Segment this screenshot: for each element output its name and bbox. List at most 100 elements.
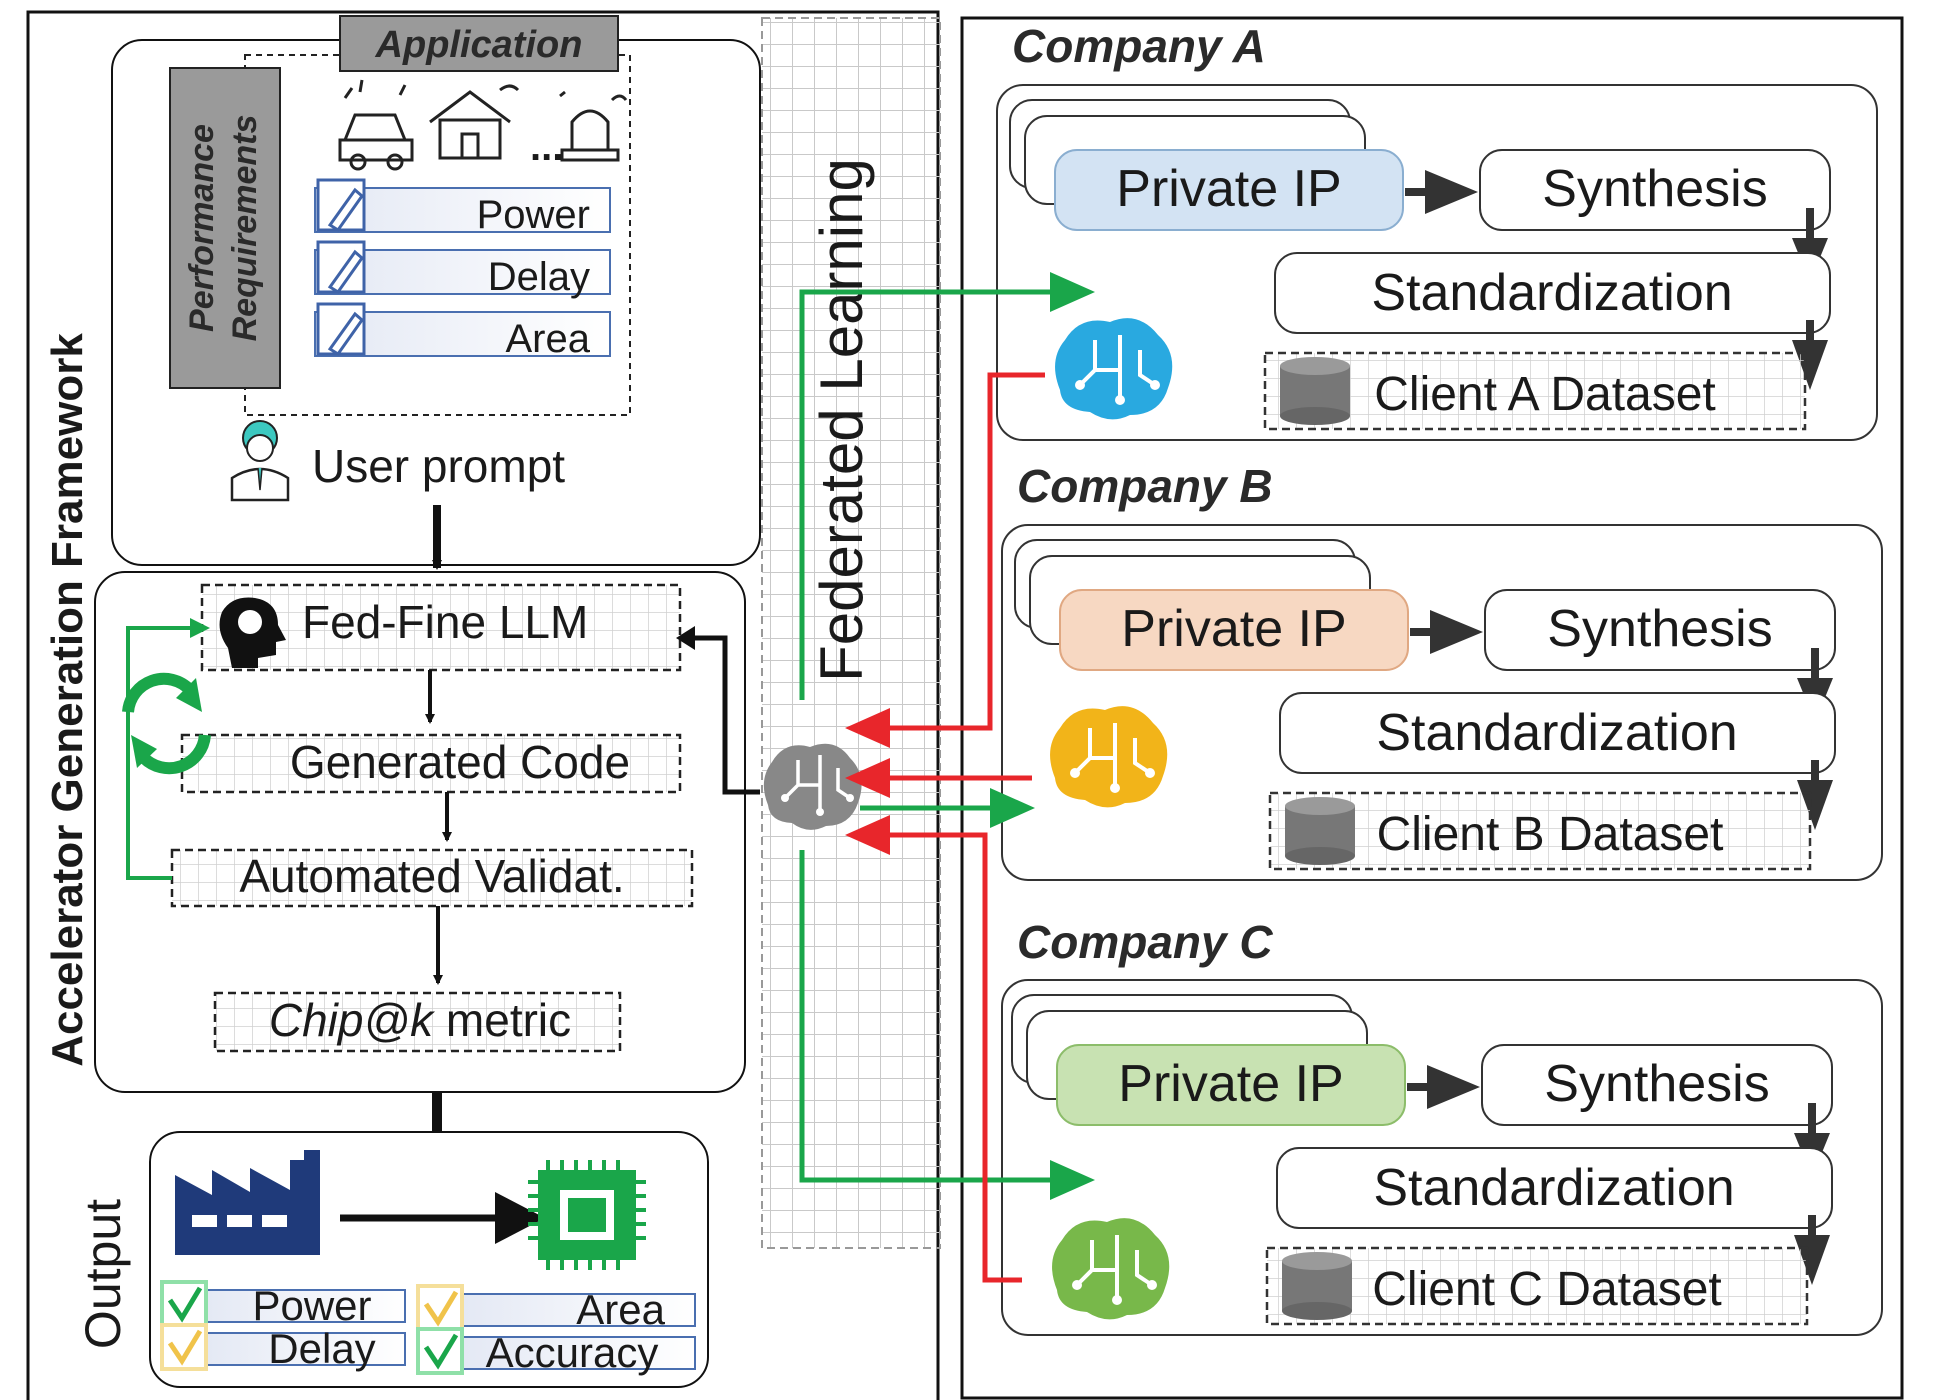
companies-panel bbox=[960, 16, 1904, 1400]
output-check-area bbox=[416, 1284, 696, 1332]
company-b-dataset-box bbox=[1268, 791, 1812, 871]
application-label: Application bbox=[375, 24, 583, 66]
generated-code-label: Generated Code bbox=[290, 736, 630, 788]
house-icon bbox=[429, 84, 520, 160]
green-arrowhead-company-c bbox=[1050, 1160, 1095, 1200]
hub-to-llm-arrow bbox=[688, 635, 760, 795]
requirement-power-label: Power bbox=[477, 193, 590, 237]
company-a-ip-to-synthesis-arrow bbox=[1425, 170, 1478, 214]
company-c-brain-icon bbox=[1052, 1218, 1170, 1320]
requirement-delay bbox=[314, 240, 611, 295]
company-a-private-ip-box bbox=[1054, 149, 1404, 231]
company-c-database-icon bbox=[1282, 1252, 1352, 1320]
fed-llm-label: Fed-Fine LLM bbox=[302, 596, 588, 648]
company-c-dataset-label: Client C Dataset bbox=[1372, 1263, 1721, 1316]
chip-metric-rest: metric bbox=[433, 994, 571, 1046]
company-c-ip-to-synthesis-arrow bbox=[1427, 1065, 1480, 1109]
company-a-synthesis-box bbox=[1479, 149, 1831, 231]
chip-icon bbox=[528, 1160, 646, 1270]
red-arrow-from-company-a bbox=[888, 372, 1045, 731]
chip-metric-label: Chip@k metric bbox=[269, 994, 571, 1046]
output-label: Output bbox=[75, 1199, 131, 1349]
feedback-loop-arrowhead bbox=[190, 618, 210, 638]
company-b-ip-to-synthesis-arrow bbox=[1430, 610, 1483, 654]
company-a-dataset-box bbox=[1263, 351, 1807, 431]
company-c-synthesis-label: Synthesis bbox=[1544, 1055, 1769, 1113]
company-b-brain-icon bbox=[1050, 706, 1168, 808]
refresh-icon bbox=[122, 672, 211, 775]
company-c: Company C Private IP Synthesis Standardi… bbox=[1001, 916, 1883, 1336]
company-b-database-icon bbox=[1285, 797, 1355, 865]
requirement-area bbox=[314, 302, 611, 357]
company-a-standardization-label: Standardization bbox=[1371, 264, 1732, 322]
output-check-delay-label: Delay bbox=[268, 1325, 375, 1372]
validation-box bbox=[170, 848, 694, 908]
company-a: Company A Private IP Synthesis Standardi… bbox=[996, 20, 1878, 441]
company-b-private-ip-label: Private IP bbox=[1121, 600, 1346, 658]
company-c-standardization-label: Standardization bbox=[1373, 1159, 1734, 1217]
company-c-synthesis-box bbox=[1481, 1044, 1833, 1126]
validation-label: Automated Validat. bbox=[239, 850, 624, 902]
company-b: Company B Private IP Synthesis Standardi… bbox=[1001, 460, 1883, 881]
red-arrow-from-company-c bbox=[888, 832, 1022, 1283]
central-brain-icon bbox=[763, 743, 862, 830]
company-c-private-ip-label: Private IP bbox=[1118, 1055, 1343, 1113]
red-arrowhead-company-c bbox=[845, 815, 890, 855]
arrow-factory-to-chip-head bbox=[495, 1192, 545, 1244]
company-c-title: Company C bbox=[1017, 916, 1273, 968]
company-b-private-ip-box bbox=[1059, 589, 1409, 671]
output-check-delay bbox=[160, 1323, 406, 1371]
company-a-standardization-box bbox=[1274, 252, 1831, 334]
performance-label-box bbox=[169, 67, 281, 389]
green-arrow-to-company-a bbox=[799, 289, 1075, 700]
performance-label-line2: Requirements bbox=[226, 115, 264, 342]
head-brain-icon bbox=[219, 597, 286, 668]
company-a-private-ip-label: Private IP bbox=[1116, 160, 1341, 218]
requirement-area-label: Area bbox=[506, 317, 591, 361]
output-check-accuracy-label: Accuracy bbox=[486, 1329, 659, 1376]
company-a-brain-icon bbox=[1055, 318, 1173, 420]
red-arrowhead-company-a bbox=[845, 708, 890, 748]
chip-metric-box bbox=[213, 991, 622, 1053]
framework-title: Accelerator Generation Framework bbox=[43, 333, 92, 1067]
chip-metric-italic: Chip@k bbox=[269, 994, 435, 1046]
company-b-standardization-box bbox=[1279, 692, 1836, 774]
company-a-title: Company A bbox=[1012, 20, 1266, 72]
federated-column bbox=[761, 17, 941, 1249]
company-b-dataset-label: Client B Dataset bbox=[1377, 808, 1724, 861]
performance-label-line1: Performance bbox=[183, 124, 221, 332]
red-arrowhead-company-b bbox=[845, 758, 890, 798]
company-b-synthesis-label: Synthesis bbox=[1547, 600, 1772, 658]
feedback-loop-arrow bbox=[126, 626, 196, 880]
car-icon bbox=[338, 79, 414, 171]
company-c-dataset-box bbox=[1265, 1246, 1809, 1326]
company-a-database-icon bbox=[1280, 357, 1350, 425]
hub-to-llm-arrowhead bbox=[676, 626, 695, 650]
company-b-standardization-label: Standardization bbox=[1376, 704, 1737, 762]
output-check-power-label: Power bbox=[252, 1282, 371, 1329]
company-a-dataset-label: Client A Dataset bbox=[1374, 368, 1716, 421]
sensor-icon bbox=[559, 90, 628, 162]
output-check-area-label: Area bbox=[576, 1286, 665, 1333]
output-check-accuracy bbox=[416, 1327, 696, 1375]
application-header bbox=[339, 15, 619, 72]
green-arrowhead-company-b bbox=[990, 788, 1035, 828]
requirement-power bbox=[314, 178, 611, 233]
user-prompt-label: User prompt bbox=[312, 440, 565, 492]
output-check-power bbox=[160, 1280, 406, 1328]
factory-icon bbox=[175, 1150, 320, 1255]
company-c-standardization-box bbox=[1276, 1147, 1833, 1229]
user-avatar-icon bbox=[230, 420, 290, 502]
pipeline-panel bbox=[94, 571, 746, 1093]
federated-label: Federated Learning bbox=[808, 158, 875, 682]
ellipsis: ... bbox=[530, 125, 563, 169]
green-arrowhead-company-a bbox=[1050, 272, 1095, 312]
company-c-private-ip-box bbox=[1056, 1044, 1406, 1126]
company-b-synthesis-box bbox=[1484, 589, 1836, 671]
company-a-synthesis-label: Synthesis bbox=[1542, 160, 1767, 218]
generated-code-box bbox=[180, 733, 682, 794]
fed-llm-box bbox=[200, 583, 682, 672]
requirement-delay-label: Delay bbox=[488, 255, 590, 299]
company-b-title: Company B bbox=[1017, 460, 1273, 512]
